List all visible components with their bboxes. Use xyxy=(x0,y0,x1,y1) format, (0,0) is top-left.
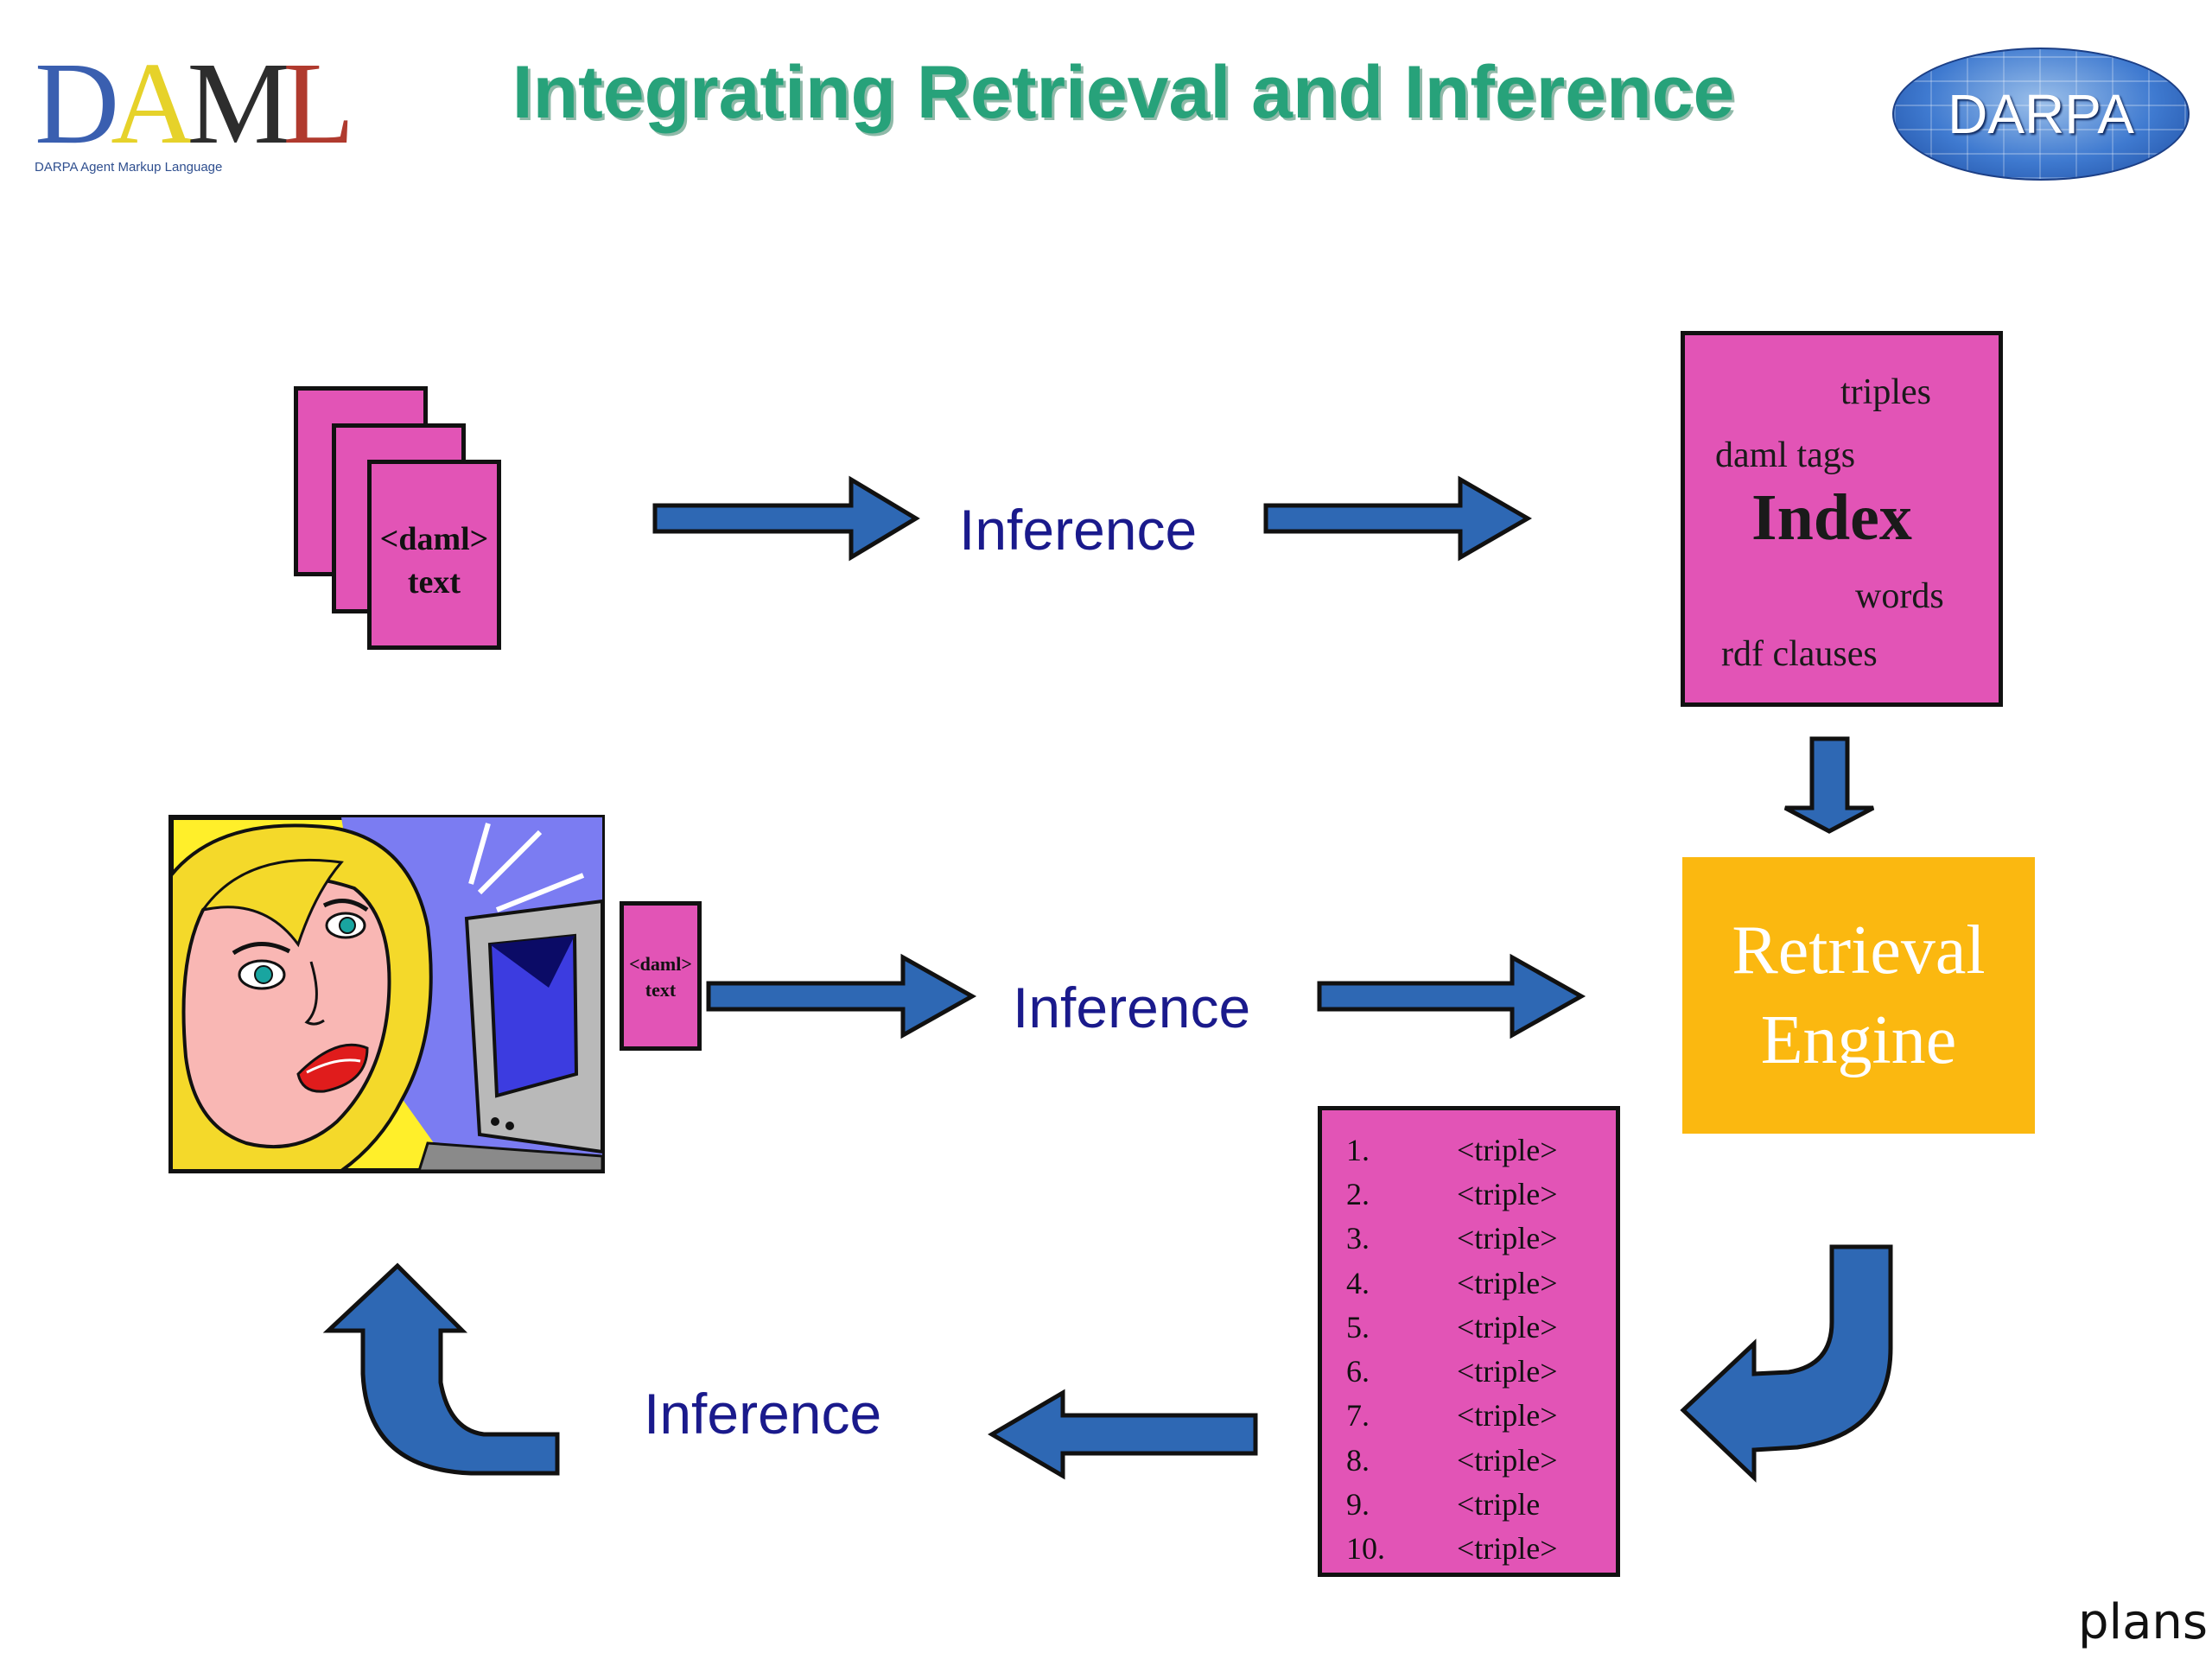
result-text: <triple> xyxy=(1457,1132,1558,1167)
daml-logo-subtitle: DARPA Agent Markup Language xyxy=(35,160,223,175)
user-at-computer-illustration xyxy=(168,815,605,1173)
result-text: <triple> xyxy=(1457,1442,1558,1478)
result-row: 10. <triple> xyxy=(1346,1527,1616,1571)
index-item-daml-tags: daml tags xyxy=(1715,435,1856,475)
inference-label-top: Inference xyxy=(959,498,1198,562)
result-number: 1. xyxy=(1346,1132,1370,1167)
arrow-docs-to-inference xyxy=(652,475,920,562)
result-row: 6. <triple> xyxy=(1346,1349,1616,1393)
result-text: <triple> xyxy=(1457,1531,1558,1567)
result-row: 1. <triple> xyxy=(1346,1128,1616,1172)
retrieval-engine-box: Retrieval Engine xyxy=(1682,857,2035,1134)
index-item-words: words xyxy=(1855,576,1944,616)
arrow-inference-to-user xyxy=(322,1262,560,1476)
daml-logo: DAML DARPA Agent Markup Language xyxy=(35,39,354,177)
result-row: 9. <triple xyxy=(1346,1482,1616,1526)
result-number: 7. xyxy=(1346,1398,1370,1433)
arrow-inference-to-index xyxy=(1263,475,1533,562)
darpa-logo-text: DARPA xyxy=(1948,83,2134,145)
index-item-rdf-clauses: rdf clauses xyxy=(1721,634,1878,674)
daml-logo-letter-a: A xyxy=(111,39,195,168)
corner-note: plans xyxy=(2078,1594,2209,1650)
result-row: 7. <triple> xyxy=(1346,1394,1616,1438)
daml-logo-letter-l: L xyxy=(283,39,354,168)
result-number: 6. xyxy=(1346,1354,1370,1389)
result-number: 5. xyxy=(1346,1309,1370,1344)
retrieval-engine-line2: Engine xyxy=(1760,1002,1957,1078)
retrieval-engine-line1: Retrieval xyxy=(1732,912,1986,988)
arrow-inference-to-engine xyxy=(1317,953,1586,1039)
result-text: <triple xyxy=(1457,1487,1541,1522)
result-text: <triple> xyxy=(1457,1176,1558,1211)
result-number: 3. xyxy=(1346,1221,1370,1256)
inference-label-middle: Inference xyxy=(1013,976,1251,1039)
result-row: 5. <triple> xyxy=(1346,1305,1616,1349)
result-text: <triple> xyxy=(1457,1265,1558,1300)
result-number: 4. xyxy=(1346,1265,1370,1300)
daml-logo-letters: DAML xyxy=(35,39,354,168)
result-text: <triple> xyxy=(1457,1398,1558,1433)
daml-logo-letter-m: M xyxy=(187,39,291,168)
result-number: 8. xyxy=(1346,1442,1370,1478)
query-document: <daml> text xyxy=(620,901,702,1051)
darpa-globe-grid xyxy=(1894,49,2188,179)
query-doc-tag-text: <daml> xyxy=(629,953,692,975)
result-number: 2. xyxy=(1346,1176,1370,1211)
result-text: <triple> xyxy=(1457,1221,1558,1256)
result-text: <triple> xyxy=(1457,1354,1558,1389)
result-number: 9. xyxy=(1346,1487,1370,1522)
results-list: 1. <triple> 2. <triple> 3. <triple> 4. <triple>… xyxy=(1318,1106,1620,1577)
result-row: 8. <triple> xyxy=(1346,1438,1616,1482)
doc-page-front: <daml> text xyxy=(367,460,501,650)
result-row: 3. <triple> xyxy=(1346,1217,1616,1261)
index-item-triples: triples xyxy=(1840,372,1931,412)
index-box: triples daml tags Index words rdf clause… xyxy=(1681,331,2003,707)
result-text: <triple> xyxy=(1457,1309,1558,1344)
index-title: Index xyxy=(1751,481,1912,554)
doc-body-text: text xyxy=(407,564,461,601)
doc-page-label: <daml> text xyxy=(372,518,497,604)
arrow-index-to-engine xyxy=(1783,736,1875,834)
doc-tag-text: <daml> xyxy=(379,521,489,557)
slide-title: Integrating Retrieval and Inference xyxy=(512,51,1735,134)
arrow-results-to-inference xyxy=(988,1389,1258,1480)
daml-logo-letter-d: D xyxy=(35,39,119,168)
arrow-engine-to-results xyxy=(1680,1244,1893,1483)
result-row: 2. <triple> xyxy=(1346,1172,1616,1216)
result-number: 10. xyxy=(1346,1531,1385,1567)
darpa-logo: DARPA xyxy=(1892,48,2190,181)
arrow-query-to-inference xyxy=(706,953,977,1039)
query-doc-body-text: text xyxy=(645,979,677,1001)
result-row: 4. <triple> xyxy=(1346,1261,1616,1305)
inference-label-bottom: Inference xyxy=(644,1382,882,1446)
